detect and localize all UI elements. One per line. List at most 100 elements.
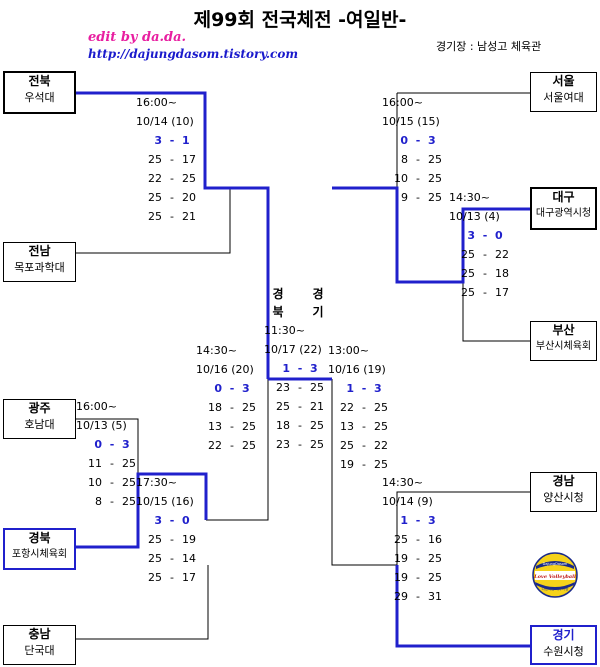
points-a: 10 [88,476,102,489]
set-points-row: 25-21 [264,397,336,416]
set-points-row: 19-25 [382,549,454,568]
points-a: 29 [394,590,408,603]
set-score: 3-1 [136,131,208,150]
set-score: 1-3 [328,379,400,398]
match-date: 10/14 (9) [382,495,433,508]
points-b: 25 [242,439,256,452]
score-dash: - [170,191,174,204]
score-dash: - [170,552,174,565]
team-region: 서울 [552,74,575,88]
set-points-row: 18-25 [196,398,268,417]
points-a: 25 [461,286,475,299]
points-a: 25 [461,248,475,261]
score-dash: - [298,381,302,394]
set-score-a: 1 [346,382,354,395]
set-score: 3-0 [449,226,521,245]
score-dash: - [229,382,235,395]
set-points-row: 25-17 [136,568,208,587]
points-b: 22 [374,439,388,452]
set-points-row: 25-20 [136,188,208,207]
set-score: 3-0 [136,511,208,530]
team-name: 부산시체육회 [535,341,592,352]
score-dash: - [170,533,174,546]
set-points-row: 8-25 [76,492,148,511]
team-region: 대구 [552,190,575,204]
points-b: 17 [182,153,196,166]
match-time: 14:30~ [449,191,490,204]
set-score-a: 3 [154,134,162,147]
badge-bottom-text: 다정다솜 배구사랑 [542,586,570,591]
match-time: 16:00~ [76,400,117,413]
points-a: 8 [401,153,408,166]
points-b: 25 [242,420,256,433]
points-a: 25 [461,267,475,280]
score-dash: - [230,439,234,452]
match-time: 14:30~ [382,476,423,489]
set-score-a: 3 [154,514,162,527]
set-score-a: 3 [467,229,475,242]
team-name: 수원시청 [543,645,584,658]
points-b: 25 [428,571,442,584]
final-left-label-top: 경 [272,287,284,301]
match-date: 10/16 (20) [196,363,254,376]
set-score-a: 0 [94,438,102,451]
set-points-row: 10-25 [76,473,148,492]
match-date: 10/15 (15) [382,115,440,128]
points-b: 17 [495,286,509,299]
match-time: 16:00~ [136,96,177,109]
points-b: 25 [428,191,442,204]
team-name: 대구광역시청 [535,208,592,219]
score-dash: - [169,514,175,527]
set-score: 0-3 [196,379,268,398]
score-dash: - [483,286,487,299]
set-points-row: 18-25 [264,416,336,435]
points-b: 25 [310,419,324,432]
match-date: 10/17 (22) [264,343,322,356]
team-name: 우석대 [24,91,55,104]
credit-text: edit by da.da. [88,30,187,45]
set-score-b: 3 [242,382,250,395]
points-a: 10 [394,172,408,185]
set-points-row: 25-14 [136,549,208,568]
team-gyeongbuk: 경북 포항시체육회 [3,528,76,570]
score-dash: - [298,419,302,432]
points-a: 19 [340,458,354,471]
set-points-row: 19-25 [328,455,400,474]
points-a: 18 [208,401,222,414]
score-dash: - [362,439,366,452]
team-region: 광주 [28,401,51,415]
score-dash: - [110,495,114,508]
points-b: 25 [122,476,136,489]
points-a: 25 [340,439,354,452]
set-points-row: 8-25 [382,150,454,169]
score-dash: - [110,476,114,489]
team-name: 목포과학대 [14,261,65,274]
blog-url-link[interactable]: http://dajungdasom.tistory.com [88,47,299,61]
badge-top-text: DajungDasom [543,562,568,566]
score-dash: - [361,382,367,395]
score-dash: - [297,362,303,375]
score-dash: - [416,172,420,185]
team-region: 부산 [552,323,575,337]
points-b: 16 [428,533,442,546]
set-points-row: 25-17 [449,283,521,302]
set-score: 0-3 [76,435,148,454]
team-region: 경북 [28,531,51,545]
set-points-row: 25-19 [136,530,208,549]
score-dash: - [416,153,420,166]
points-a: 13 [340,420,354,433]
score-dash: - [362,401,366,414]
score-dash: - [483,248,487,261]
points-a: 9 [401,191,408,204]
score-dash: - [170,571,174,584]
set-points-row: 23-25 [264,378,336,397]
score-dash: - [483,267,487,280]
set-points-row: 13-25 [196,417,268,436]
team-region: 전남 [28,244,51,258]
points-b: 20 [182,191,196,204]
set-score-b: 3 [122,438,130,451]
points-a: 25 [148,533,162,546]
